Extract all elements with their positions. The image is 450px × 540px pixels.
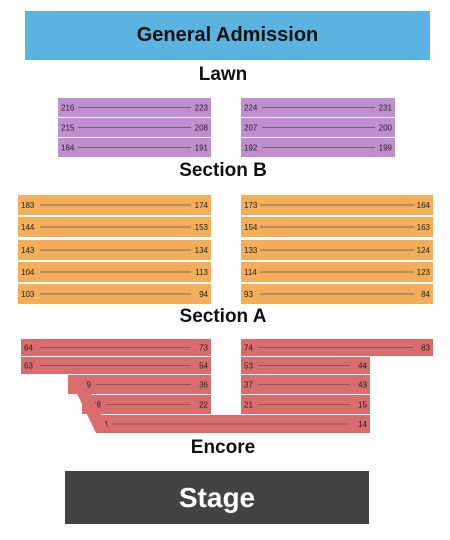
section-b-right-start-seat: 93 <box>244 290 253 299</box>
section-a-right-start-seat: 37 <box>244 381 253 390</box>
lawn-left-start-seat: 184 <box>61 144 75 153</box>
lawn-left-end-seat: 208 <box>195 124 209 133</box>
lawn-left-start-seat: 216 <box>61 104 75 113</box>
section-a-left-end-seat: 36 <box>199 381 208 390</box>
lawn-left-block[interactable]: 216 223 215 208 184 191 <box>58 98 211 157</box>
section-b-right-end-seat: 123 <box>417 268 431 277</box>
section-b-right-end-seat: 164 <box>417 201 431 210</box>
encore-heading: Encore <box>190 437 256 458</box>
section-a-left-block[interactable]: 6473635429362822114 <box>21 339 370 433</box>
section-a-slant-edge <box>68 375 110 433</box>
section-a-right-end-seat: 15 <box>358 401 367 410</box>
section-b-left-end-seat: 174 <box>195 201 209 210</box>
general-admission-section[interactable]: General Admission <box>25 11 430 60</box>
section-b-left-end-seat: 113 <box>195 268 208 277</box>
section-b-left-end-seat: 94 <box>199 290 208 299</box>
section-a-front-end-seat: 14 <box>358 420 367 429</box>
section-b-left-end-seat: 134 <box>195 246 209 255</box>
section-b-right-start-seat: 154 <box>244 223 258 232</box>
section-b-left-start-seat: 144 <box>21 223 35 232</box>
section-a-left-end-seat: 73 <box>199 344 208 353</box>
section-b-right-start-seat: 133 <box>244 246 258 255</box>
section-a-left-start-seat: 64 <box>24 344 33 353</box>
section-a-left-start-seat: 63 <box>24 362 33 371</box>
section-b-left-start-seat: 103 <box>21 290 35 299</box>
section-b-heading: Section B <box>179 160 267 181</box>
section-b-left-end-seat: 153 <box>195 223 209 232</box>
lawn-left-end-seat: 191 <box>195 144 209 153</box>
section-a-right-start-seat: 74 <box>244 344 253 353</box>
stage-label: Stage <box>178 481 256 513</box>
section-b-right-start-seat: 173 <box>244 201 258 210</box>
section-a-right-end-seat: 83 <box>421 344 430 353</box>
lawn-right-end-seat: 199 <box>379 144 393 153</box>
lawn-right-start-seat: 224 <box>244 104 258 113</box>
lawn-left-end-seat: 223 <box>195 104 209 113</box>
section-a-right-block[interactable]: 74 83 53 44 37 43 21 15 <box>241 339 433 414</box>
section-b-left-start-seat: 104 <box>21 268 35 277</box>
section-b-right-block[interactable]: 173 164 154 163 133 124 114 123 93 84 <box>241 195 433 304</box>
section-a-right-end-seat: 43 <box>358 381 367 390</box>
section-a-right-end-seat: 44 <box>358 362 367 371</box>
section-a-right-start-seat: 53 <box>244 362 253 371</box>
lawn-right-start-seat: 207 <box>244 124 258 133</box>
section-b-right-end-seat: 124 <box>417 246 431 255</box>
lawn-right-end-seat: 231 <box>379 104 393 113</box>
lawn-right-end-seat: 200 <box>379 124 393 133</box>
section-b-right-end-seat: 163 <box>417 223 431 232</box>
lawn-right-start-seat: 192 <box>244 144 258 153</box>
section-a-left-end-seat: 54 <box>199 362 208 371</box>
general-admission-label: General Admission <box>136 24 319 46</box>
section-a-left-end-seat: 22 <box>199 401 208 410</box>
section-a-left-start-seat: 28 <box>92 401 101 410</box>
section-a-right-start-seat: 21 <box>244 401 253 410</box>
lawn-heading: Lawn <box>198 64 248 85</box>
lawn-right-block[interactable]: 224 231 207 200 192 199 <box>241 98 395 157</box>
lawn-left-start-seat: 215 <box>61 124 75 133</box>
section-b-right-end-seat: 84 <box>421 290 430 299</box>
section-b-left-start-seat: 143 <box>21 246 35 255</box>
section-a-front-start-seat: 1 <box>104 420 109 429</box>
stage: Stage <box>65 471 369 524</box>
section-b-left-start-seat: 183 <box>21 201 35 210</box>
section-a-heading: Section A <box>179 306 267 327</box>
section-b-right-start-seat: 114 <box>244 268 257 277</box>
section-b-left-block[interactable]: 183 174 144 153 143 134 104 113 103 94 <box>18 195 211 304</box>
